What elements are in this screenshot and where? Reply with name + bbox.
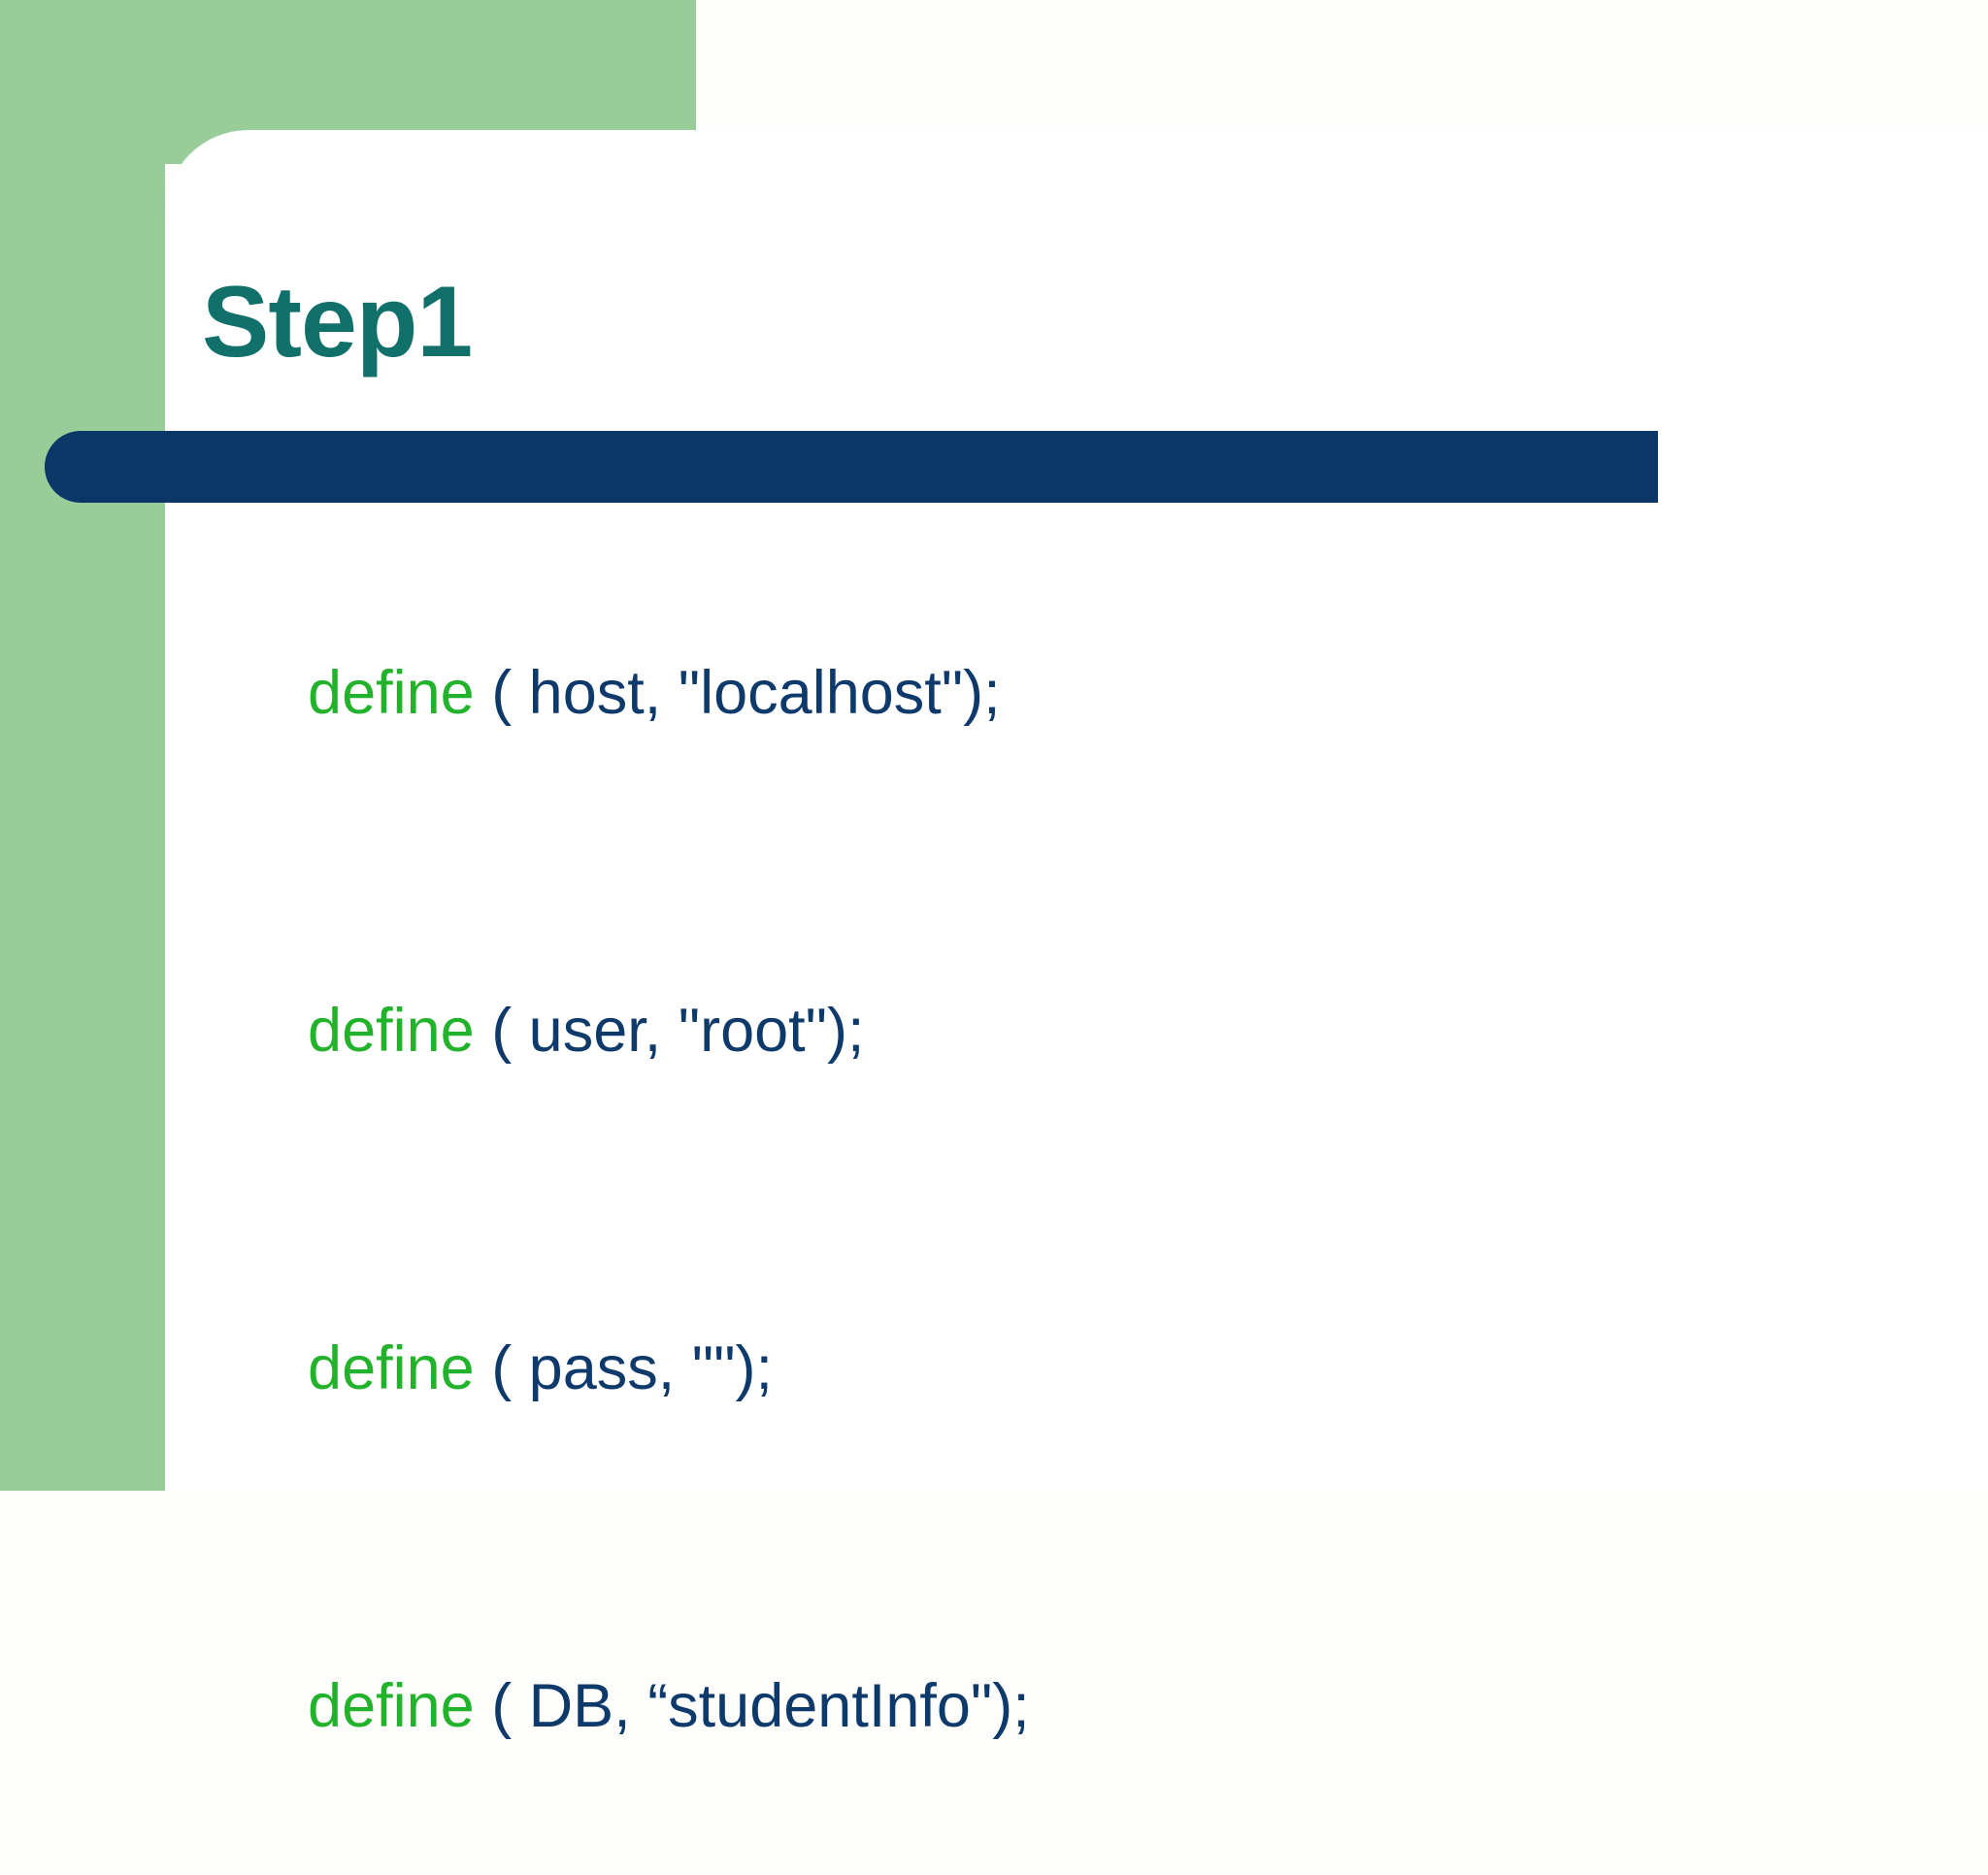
code-keyword: define — [308, 1334, 475, 1402]
list-item: define ( host, "localhost"); — [206, 524, 1856, 862]
list-item: define ( user, "root"); — [206, 862, 1856, 1200]
code-keyword: define — [308, 997, 475, 1065]
code-arguments: ( user, "root"); — [474, 997, 865, 1065]
green-left-column-decoration — [0, 0, 165, 1491]
code-arguments: ( DB, “studentInfo"); — [474, 1672, 1030, 1740]
list-item: define ( pass, ""); — [206, 1200, 1856, 1537]
code-block: define ( host, "localhost"); define ( us… — [206, 524, 1856, 1875]
white-content-panel — [165, 130, 1988, 1491]
code-arguments: ( host, "localhost"); — [474, 659, 1001, 727]
list-item: define ( DB, “studentInfo"); — [206, 1537, 1856, 1875]
slide-canvas: Step1 define ( host, "localhost"); defin… — [0, 0, 1988, 1740]
code-keyword: define — [308, 1672, 475, 1740]
title-divider-bar — [45, 431, 1658, 503]
page-title: Step1 — [202, 266, 473, 378]
code-keyword: define — [308, 659, 475, 727]
code-arguments: ( pass, ""); — [474, 1334, 773, 1402]
